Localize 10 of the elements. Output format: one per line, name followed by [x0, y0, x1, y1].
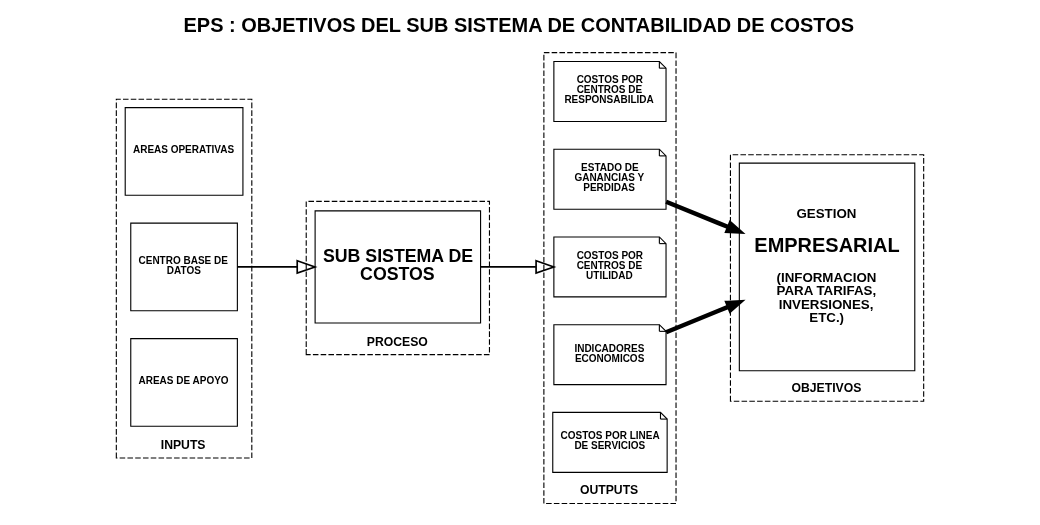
node-box: GESTION EMPRESARIAL (INFORMACION PARA TARIFAS, INVERSIONES, ETC.) [738, 162, 916, 372]
node-box: CENTRO BASE DE DATOS [130, 222, 238, 312]
node-box: AREAS OPERATIVAS [124, 107, 244, 196]
arrow [236, 259, 318, 275]
node-box: SUB SISTEMA DE COSTOS [314, 210, 482, 324]
arrow [665, 299, 746, 335]
node-box: AREAS DE APOYO [130, 338, 238, 427]
arrow [665, 199, 746, 235]
arrow [479, 259, 557, 275]
diagram-title: EPS : OBJETIVOS DEL SUB SISTEMA DE CONTABILIDAD DE COSTOS [183, 13, 855, 36]
